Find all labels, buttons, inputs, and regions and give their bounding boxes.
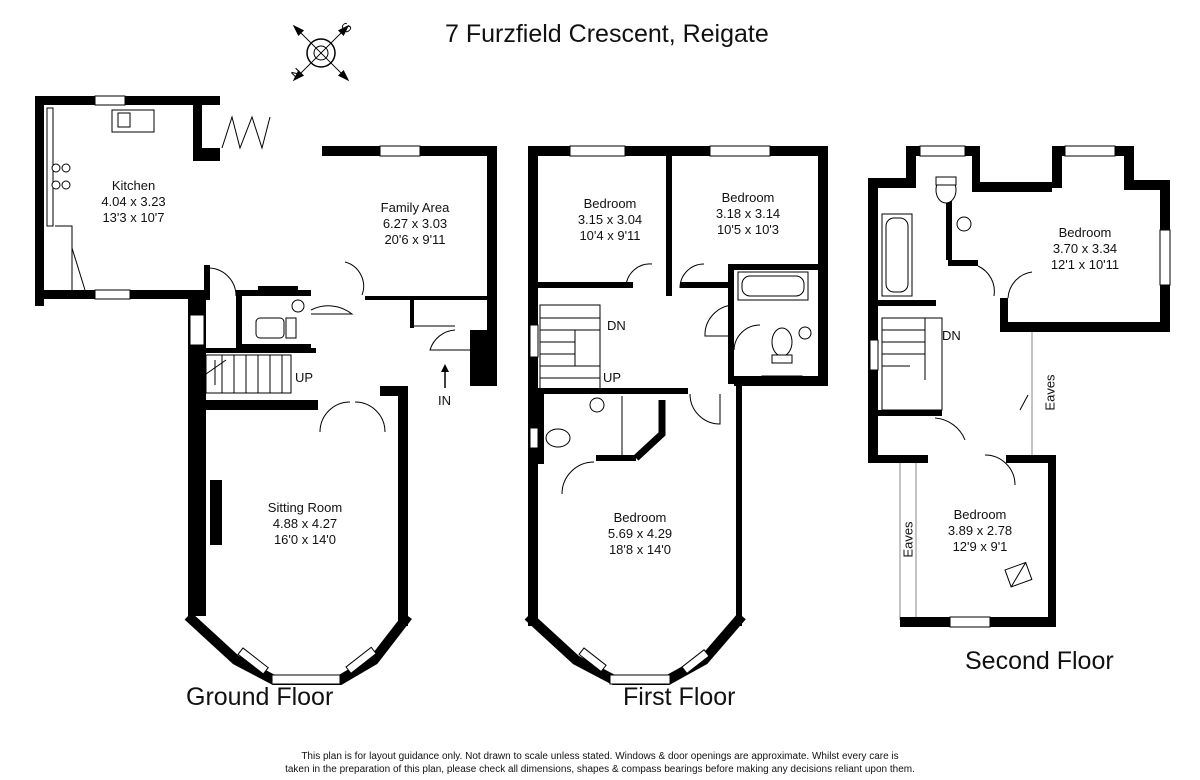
eaves-label-right: Eaves: [1042, 374, 1058, 411]
stairs-down-second: DN: [942, 328, 961, 343]
room-name: Bedroom: [583, 196, 637, 211]
room-bedroom-2f-rear: Bedroom 3.89 x 2.78 12'9 x 9'1: [930, 507, 1030, 555]
first-floor-plan: [524, 145, 828, 685]
room-metric: 4.88 x 4.27: [272, 516, 338, 531]
stairs-down-first: DN: [607, 318, 626, 333]
room-metric: 3.18 x 3.14: [715, 206, 781, 221]
room-imperial: 16'0 x 14'0: [273, 532, 337, 547]
room-metric: 4.04 x 3.23: [101, 194, 166, 209]
room-imperial: 13'3 x 10'7: [102, 210, 165, 225]
room-imperial: 10'4 x 9'11: [579, 228, 641, 243]
room-name: Family Area: [380, 200, 450, 215]
floor-label-second: Second Floor: [965, 647, 1114, 675]
room-imperial: 12'9 x 9'1: [952, 539, 1008, 554]
disclaimer-line-1: This plan is for layout guidance only. N…: [301, 751, 899, 762]
room-name: Sitting Room: [267, 500, 343, 515]
room-imperial: 12'1 x 10'11: [1050, 257, 1120, 272]
room-family-area: Family Area 6.27 x 3.03 20'6 x 9'11: [365, 200, 465, 248]
room-imperial: 10'5 x 10'3: [716, 222, 780, 237]
room-metric: 3.70 x 3.34: [1052, 241, 1118, 256]
room-metric: 6.27 x 3.03: [382, 216, 448, 231]
room-metric: 3.15 x 3.04: [577, 212, 643, 227]
stairs-up-first: UP: [603, 370, 622, 385]
compass-rose-icon: [292, 24, 350, 82]
room-name: Bedroom: [953, 507, 1007, 522]
ground-floor-plan: [35, 95, 497, 685]
disclaimer: This plan is for layout guidance only. N…: [0, 750, 1200, 776]
room-bedroom-1f-rear: Bedroom 5.69 x 4.29 18'8 x 14'0: [590, 510, 690, 558]
room-name: Bedroom: [721, 190, 775, 205]
room-name: Kitchen: [111, 178, 156, 193]
room-metric: 5.69 x 4.29: [607, 526, 673, 541]
room-bedroom-1f-front-left: Bedroom 3.15 x 3.04 10'4 x 9'11: [560, 196, 660, 244]
second-floor-plan: [868, 145, 1171, 628]
eaves-label-left: Eaves: [900, 521, 916, 558]
room-metric: 3.89 x 2.78: [947, 523, 1013, 538]
room-name: Bedroom: [613, 510, 667, 525]
stairs-up-ground: UP: [295, 370, 314, 385]
room-sitting-room: Sitting Room 4.88 x 4.27 16'0 x 14'0: [250, 500, 360, 548]
disclaimer-line-2: taken in the preparation of this plan, p…: [285, 764, 915, 775]
room-imperial: 20'6 x 9'11: [384, 232, 446, 247]
floor-label-first: First Floor: [623, 683, 736, 711]
floor-label-ground: Ground Floor: [186, 683, 334, 711]
room-kitchen: Kitchen 4.04 x 3.23 13'3 x 10'7: [86, 178, 181, 226]
page-title: 7 Furzfield Crescent, Reigate: [445, 20, 769, 48]
room-name: Bedroom: [1058, 225, 1112, 240]
room-bedroom-1f-front-right: Bedroom 3.18 x 3.14 10'5 x 10'3: [698, 190, 798, 238]
entrance-label: IN: [438, 393, 451, 408]
room-bedroom-2f-front: Bedroom 3.70 x 3.34 12'1 x 10'11: [1035, 225, 1135, 273]
room-imperial: 18'8 x 14'0: [608, 542, 672, 557]
